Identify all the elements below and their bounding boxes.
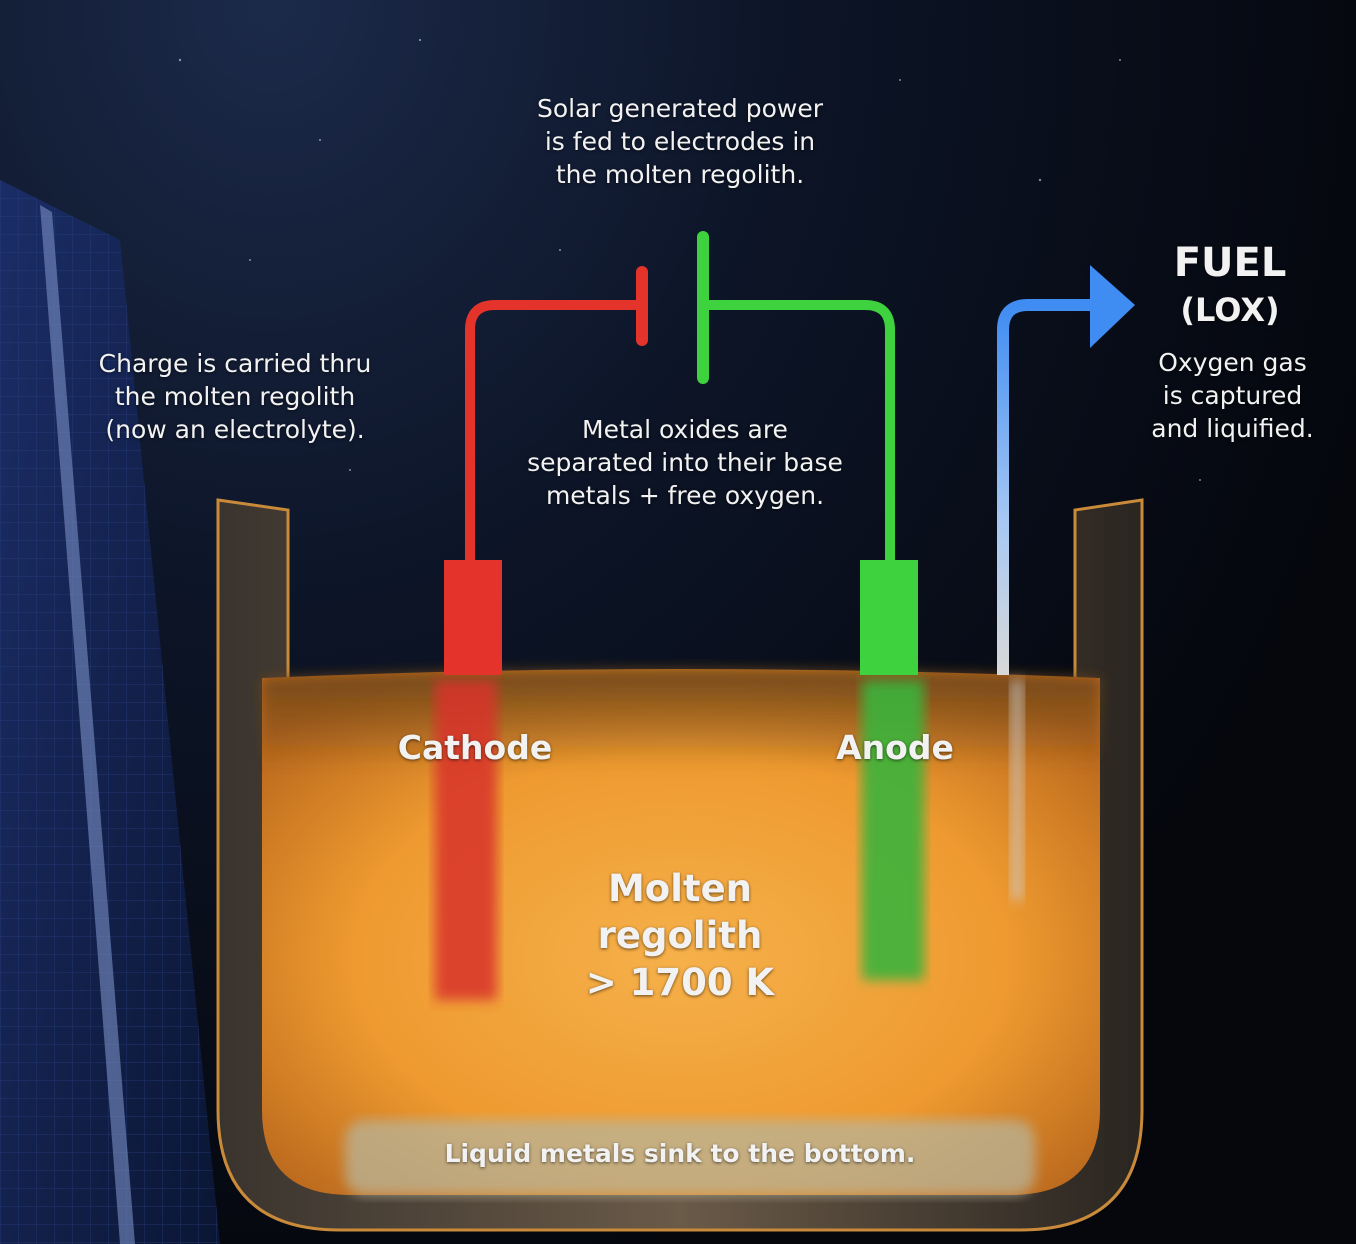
fuel-subtitle: (LOX) <box>1180 291 1280 329</box>
anode-rod-submerged <box>862 680 924 980</box>
oxygen-note: Oxygen gas is captured and liquified. <box>1151 348 1314 443</box>
fuel-title: FUEL <box>1173 240 1287 286</box>
charge-note: Charge is carried thru the molten regoli… <box>98 349 372 444</box>
oxygen-pipe-submerged <box>1010 680 1024 900</box>
cathode-label: Cathode <box>397 728 553 767</box>
anode-electrode <box>860 560 918 675</box>
solar-panel <box>0 180 220 1244</box>
starfield <box>178 38 1201 481</box>
oxygen-pipe <box>997 299 1095 675</box>
cathode-electrode <box>444 560 502 675</box>
cathode-wire <box>465 300 647 565</box>
oxygen-arrow <box>1090 265 1135 348</box>
anode-label: Anode <box>836 728 954 767</box>
metal-oxides-note: Metal oxides are separated into their ba… <box>527 415 843 510</box>
molten-regolith-label: Molten regolith > 1700 K <box>585 867 775 1004</box>
liquid-metals-note: Liquid metals sink to the bottom. <box>444 1139 916 1168</box>
cathode-rod-submerged <box>435 680 497 1000</box>
solar-power-note: Solar generated power is fed to electrod… <box>537 94 823 189</box>
anode-wire <box>698 300 895 565</box>
